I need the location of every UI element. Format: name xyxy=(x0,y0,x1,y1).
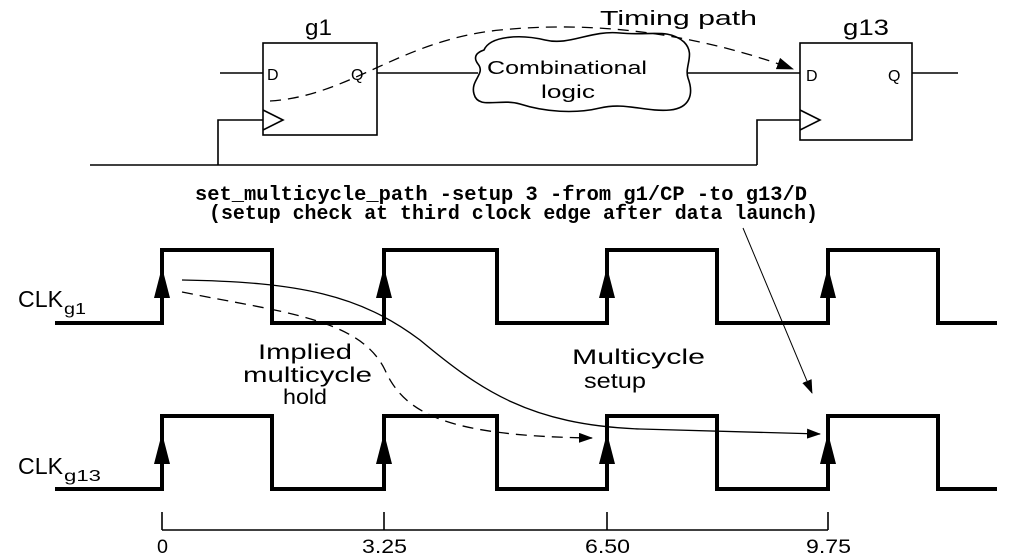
schematic: g1 D Q Combinational logic g13 D Q Timin… xyxy=(90,8,958,166)
clk-g13-signal xyxy=(55,414,997,491)
time-axis-tick-label: 0 xyxy=(157,537,168,556)
multicycle-comment-text: (setup check at third clock edge after d… xyxy=(209,203,818,226)
setup-label-line2: setup xyxy=(584,370,646,393)
setup-annotation: Multicycle setup xyxy=(181,279,821,439)
setup-label-line1: Multicycle xyxy=(572,346,705,369)
clk-g13-rising-edge-arrow xyxy=(376,433,392,464)
clk-g1-rising-edge-arrow xyxy=(820,267,836,298)
clock-wire xyxy=(90,119,800,166)
flip-flop-g1: g1 D Q xyxy=(262,15,378,136)
clk-g13-label: CLK xyxy=(18,453,64,479)
logic-cloud-line2: logic xyxy=(541,82,595,102)
g1-q-pin-label: Q xyxy=(351,67,363,84)
clk-g1-label: CLK xyxy=(18,286,64,312)
hold-label-line3: hold xyxy=(283,386,327,409)
clk-g13-subscript: g13 xyxy=(64,468,101,485)
g13-clock-pin-icon xyxy=(799,109,822,131)
g13-name-label: g13 xyxy=(843,15,889,40)
hold-label-line2: multicycle xyxy=(243,364,372,387)
waveform-clk-g13: CLK g13 xyxy=(18,414,997,491)
multicycle-setup-arrow xyxy=(181,279,821,439)
clk-g1-rising-edge-arrow xyxy=(376,267,392,298)
hold-label-line1: Implied xyxy=(258,341,352,364)
cloud-shape xyxy=(472,31,692,113)
time-axis-tick-label: 9.75 xyxy=(806,537,851,556)
clk-g1-rising-edge-arrow xyxy=(599,267,615,298)
time-axis-tick-label: 6.50 xyxy=(585,537,630,556)
g13-d-pin-label: D xyxy=(806,68,818,85)
implied-hold-arrow xyxy=(181,291,593,443)
time-axis: 0 3.25 6.50 9.75 xyxy=(157,512,851,556)
clk-g1-rising-edge-arrow xyxy=(154,267,170,298)
timing-path-label: Timing path xyxy=(600,8,757,30)
g13-q-pin-label: Q xyxy=(888,68,900,85)
clk-g13-rising-edge-arrow xyxy=(599,433,615,464)
third-edge-pointer-arrow xyxy=(742,227,813,394)
clk-g1-subscript: g1 xyxy=(64,301,86,318)
clk-g1-signal xyxy=(55,248,997,325)
constraint-command: set_multicycle_path -setup 3 -from g1/CP… xyxy=(195,184,818,394)
clk-g13-rising-edge-arrow xyxy=(154,433,170,464)
timing-path-arrow xyxy=(269,26,794,102)
waveform-clk-g1: CLK g1 xyxy=(18,248,997,325)
g1-d-pin-label: D xyxy=(267,67,279,84)
logic-cloud-line1: Combinational xyxy=(487,58,647,78)
clk-g13-rising-edge-arrow xyxy=(820,433,836,464)
multicycle-command-text: set_multicycle_path -setup 3 -from g1/CP… xyxy=(195,184,807,207)
flip-flop-g13: g13 D Q xyxy=(799,15,913,141)
hold-annotation: Implied multicycle hold xyxy=(181,291,593,443)
g1-name-label: g1 xyxy=(305,15,332,40)
combinational-logic-cloud: Combinational logic xyxy=(472,31,692,113)
time-axis-tick-label: 3.25 xyxy=(362,537,407,556)
g1-clock-pin-icon xyxy=(262,109,285,131)
flip-flop-g13-body xyxy=(799,42,913,141)
